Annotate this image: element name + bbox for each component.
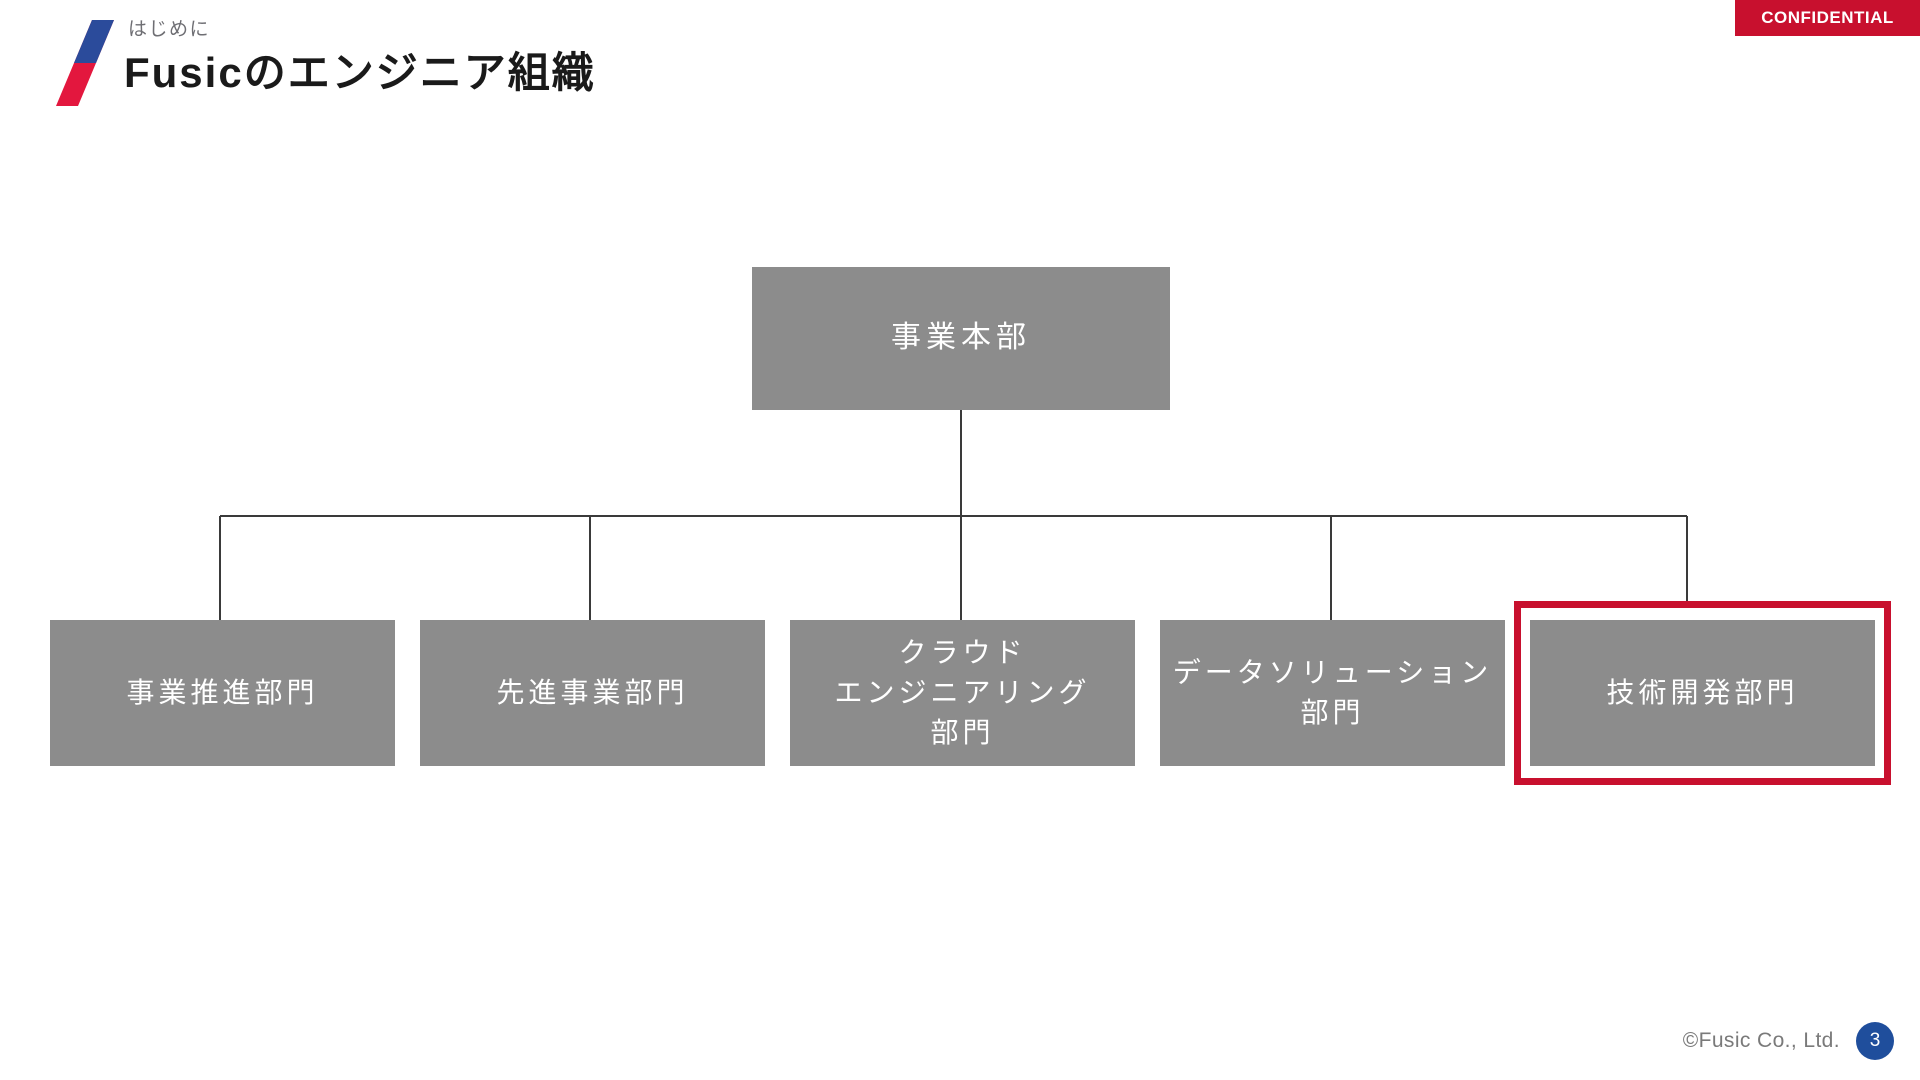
slide-header: はじめに Fusicのエンジニア組織: [52, 16, 596, 108]
org-node-business-promotion[interactable]: 事業推進部門: [50, 620, 395, 766]
org-node-root[interactable]: 事業本部: [752, 267, 1170, 410]
org-node-label: データソリューション 部門: [1172, 657, 1493, 728]
fusic-logo-icon: [52, 18, 118, 108]
org-node-label: クラウド エンジニアリング 部門: [834, 637, 1091, 748]
confidential-badge: CONFIDENTIAL: [1735, 0, 1920, 36]
org-node-technology-development[interactable]: 技術開発部門: [1530, 620, 1875, 766]
page-number-badge: 3: [1856, 1022, 1894, 1060]
page-title: Fusicのエンジニア組織: [124, 49, 596, 96]
section-eyebrow: はじめに: [128, 19, 211, 40]
org-node-label: 事業推進部門: [126, 677, 319, 709]
copyright-text: ©Fusic Co., Ltd.: [1682, 1029, 1840, 1052]
org-node-advanced-business[interactable]: 先進事業部門: [420, 620, 765, 766]
org-node-label: 技術開発部門: [1606, 677, 1799, 709]
org-node-label: 先進事業部門: [496, 677, 689, 709]
header-text-group: はじめに Fusicのエンジニア組織: [124, 16, 596, 96]
slide-footer: ©Fusic Co., Ltd. 3: [1683, 1022, 1894, 1060]
org-node-cloud-engineering[interactable]: クラウド エンジニアリング 部門: [790, 620, 1135, 766]
org-node-data-solution[interactable]: データソリューション 部門: [1160, 620, 1505, 766]
org-node-root-label: 事業本部: [891, 321, 1031, 355]
